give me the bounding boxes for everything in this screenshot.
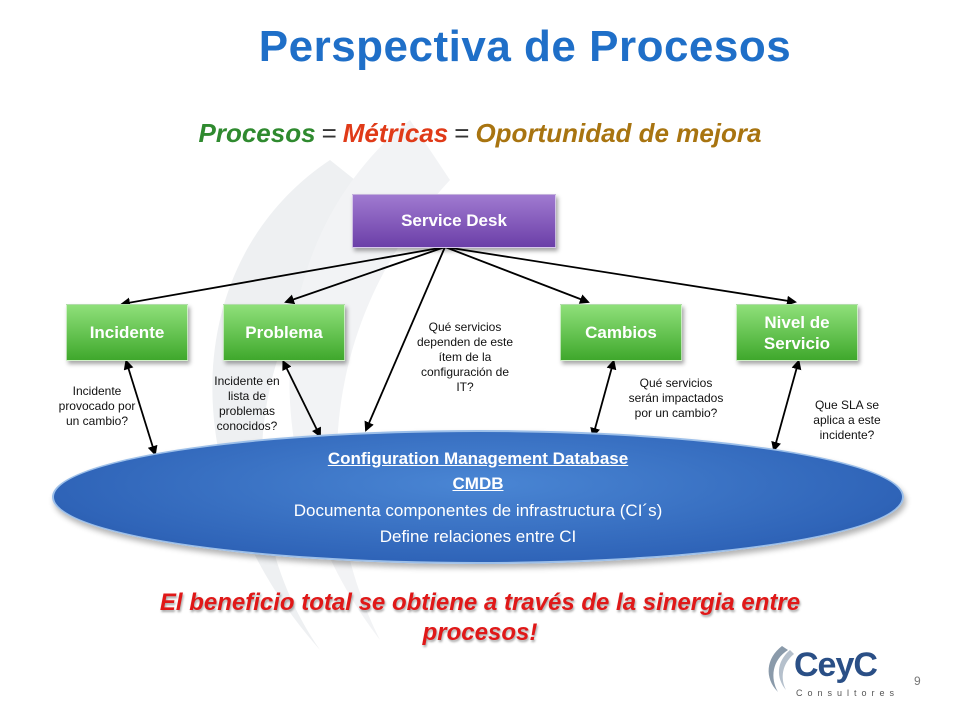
cmdb-description-1: Documenta componentes de infrastructura … <box>293 501 663 520</box>
benefit-statement: El beneficio total se obtiene a través d… <box>159 589 801 646</box>
arrow-sd-cambios <box>444 246 590 304</box>
node-problema: Problema <box>223 304 345 361</box>
subtitle-oportunidad: Oportunidad de mejora <box>475 118 762 148</box>
subtitle-procesos: Procesos <box>198 118 316 148</box>
logo-name: CeyC <box>794 646 878 684</box>
logo-tagline: Consultores <box>796 688 900 698</box>
subtitle-equals-2: = <box>454 118 470 148</box>
subtitle-equals-1: = <box>321 118 337 148</box>
node-service-desk: Service Desk <box>352 194 556 248</box>
note-problema: Incidente en lista de problemas conocido… <box>214 374 280 433</box>
cmdb-acronym: CMDB <box>452 474 504 493</box>
page-number: 9 <box>914 674 921 688</box>
arrow-sd-nivel <box>444 246 797 306</box>
note-sla: Que SLA se aplica a este incidente? <box>813 398 881 442</box>
note-servicios-item: Qué servicios dependen de este ítem de l… <box>416 320 514 394</box>
ceyc-logo: CeyC Consultores <box>760 642 900 704</box>
node-cambios: Cambios <box>560 304 682 361</box>
node-incidente: Incidente <box>66 304 188 361</box>
arrow-incidente-cmdb <box>123 359 158 456</box>
arrow-sd-cmdb <box>364 246 446 432</box>
arrow-sd-incidente <box>120 246 446 308</box>
cmdb-description-2: Define relaciones entre CI <box>379 527 577 546</box>
arrow-cambios-cmdb <box>590 359 617 438</box>
arrow-nivel-cmdb <box>771 359 802 452</box>
node-nivel-servicio: Nivel de Servicio <box>736 304 858 361</box>
note-cambios: Qué servicios serán impactados por un ca… <box>628 376 724 420</box>
logo-swoosh-icon <box>768 646 794 692</box>
cmdb-title: Configuration Management Database <box>327 449 629 468</box>
arrow-problema-cmdb <box>282 359 321 438</box>
note-incidente: Incidente provocado por un cambio? <box>58 384 136 428</box>
page-title: Perspectiva de Procesos <box>258 22 792 71</box>
subtitle-metricas: Métricas <box>342 118 449 148</box>
arrow-sd-problema <box>284 246 446 305</box>
cmdb-ellipse: Configuration Management Database CMDB D… <box>52 430 904 564</box>
subtitle: Procesos=Métricas=Oportunidad de mejora <box>0 118 960 149</box>
